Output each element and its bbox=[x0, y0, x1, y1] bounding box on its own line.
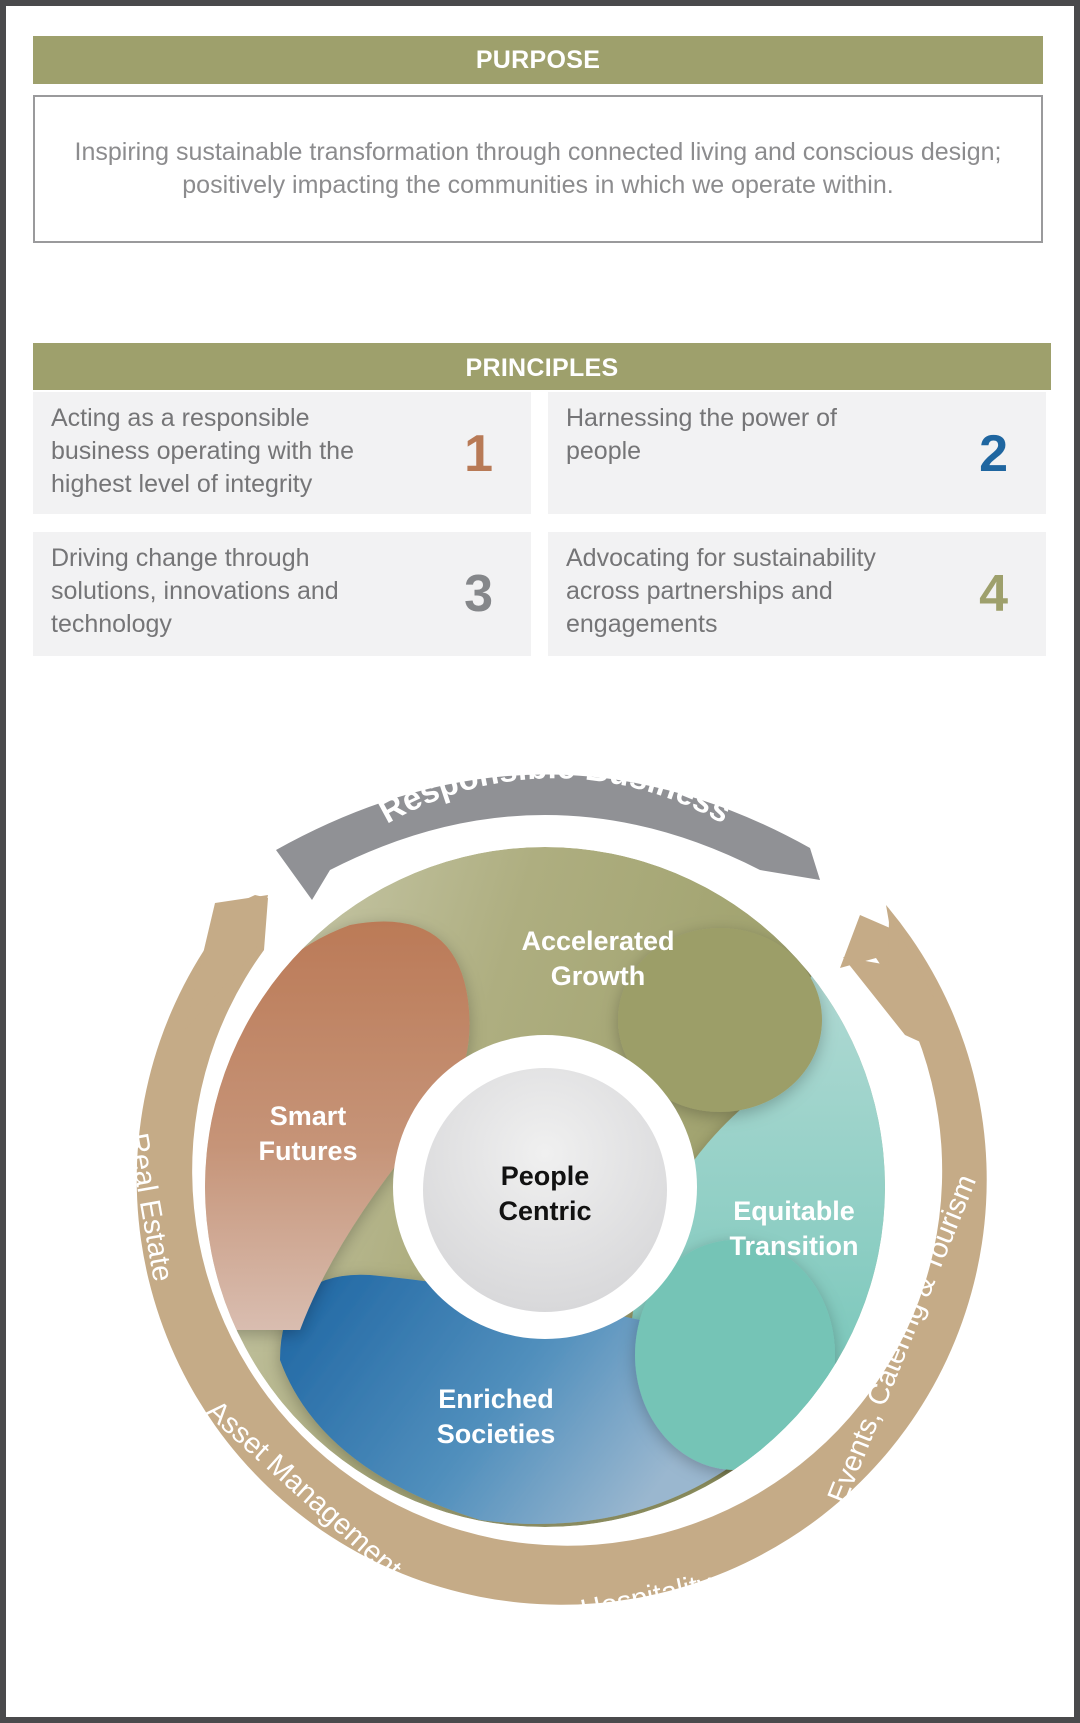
people-centric-line2: Centric bbox=[498, 1196, 591, 1226]
principle-text: Advocating for sustainability across par… bbox=[566, 544, 876, 638]
purpose-box: Inspiring sustainable transformation thr… bbox=[33, 95, 1043, 243]
purpose-header: PURPOSE bbox=[33, 36, 1043, 84]
segment-enriched-societies bbox=[280, 1274, 740, 1524]
principle-text: Acting as a responsible business operati… bbox=[51, 404, 354, 498]
equitable-transition-line1: Equitable bbox=[733, 1196, 855, 1226]
principles-header: PRINCIPLES bbox=[33, 343, 1051, 390]
principle-card-1: Acting as a responsible business operati… bbox=[33, 392, 531, 514]
principle-card-2: Harnessing the power of people 2 bbox=[548, 392, 1046, 514]
accelerated-growth-line2: Growth bbox=[551, 961, 646, 991]
principle-card-4: Advocating for sustainability across par… bbox=[548, 532, 1046, 656]
equitable-transition-line2: Transition bbox=[729, 1231, 858, 1261]
principle-text: Harnessing the power of people bbox=[566, 404, 837, 465]
center-disc bbox=[423, 1068, 667, 1312]
people-centric-line1: People bbox=[501, 1161, 590, 1191]
purpose-text: Inspiring sustainable transformation thr… bbox=[74, 138, 1002, 199]
segment-smart-futures bbox=[205, 921, 470, 1330]
principle-number: 4 bbox=[979, 565, 1008, 623]
principle-number: 1 bbox=[464, 425, 493, 483]
accelerated-growth-line1: Accelerated bbox=[521, 926, 674, 956]
smart-futures-line2: Futures bbox=[258, 1136, 357, 1166]
principle-number: 3 bbox=[464, 565, 493, 623]
principle-number: 2 bbox=[979, 425, 1008, 483]
responsible-business-arrow bbox=[276, 774, 820, 900]
enriched-societies-line1: Enriched bbox=[438, 1384, 554, 1414]
principle-text: Driving change through solutions, innova… bbox=[51, 544, 339, 638]
enriched-societies-line2: Societies bbox=[437, 1419, 556, 1449]
ring-arrow-left bbox=[185, 895, 268, 1030]
smart-futures-line1: Smart bbox=[270, 1101, 347, 1131]
principle-card-3: Driving change through solutions, innova… bbox=[33, 532, 531, 656]
ring-arrow-right bbox=[843, 918, 960, 1060]
